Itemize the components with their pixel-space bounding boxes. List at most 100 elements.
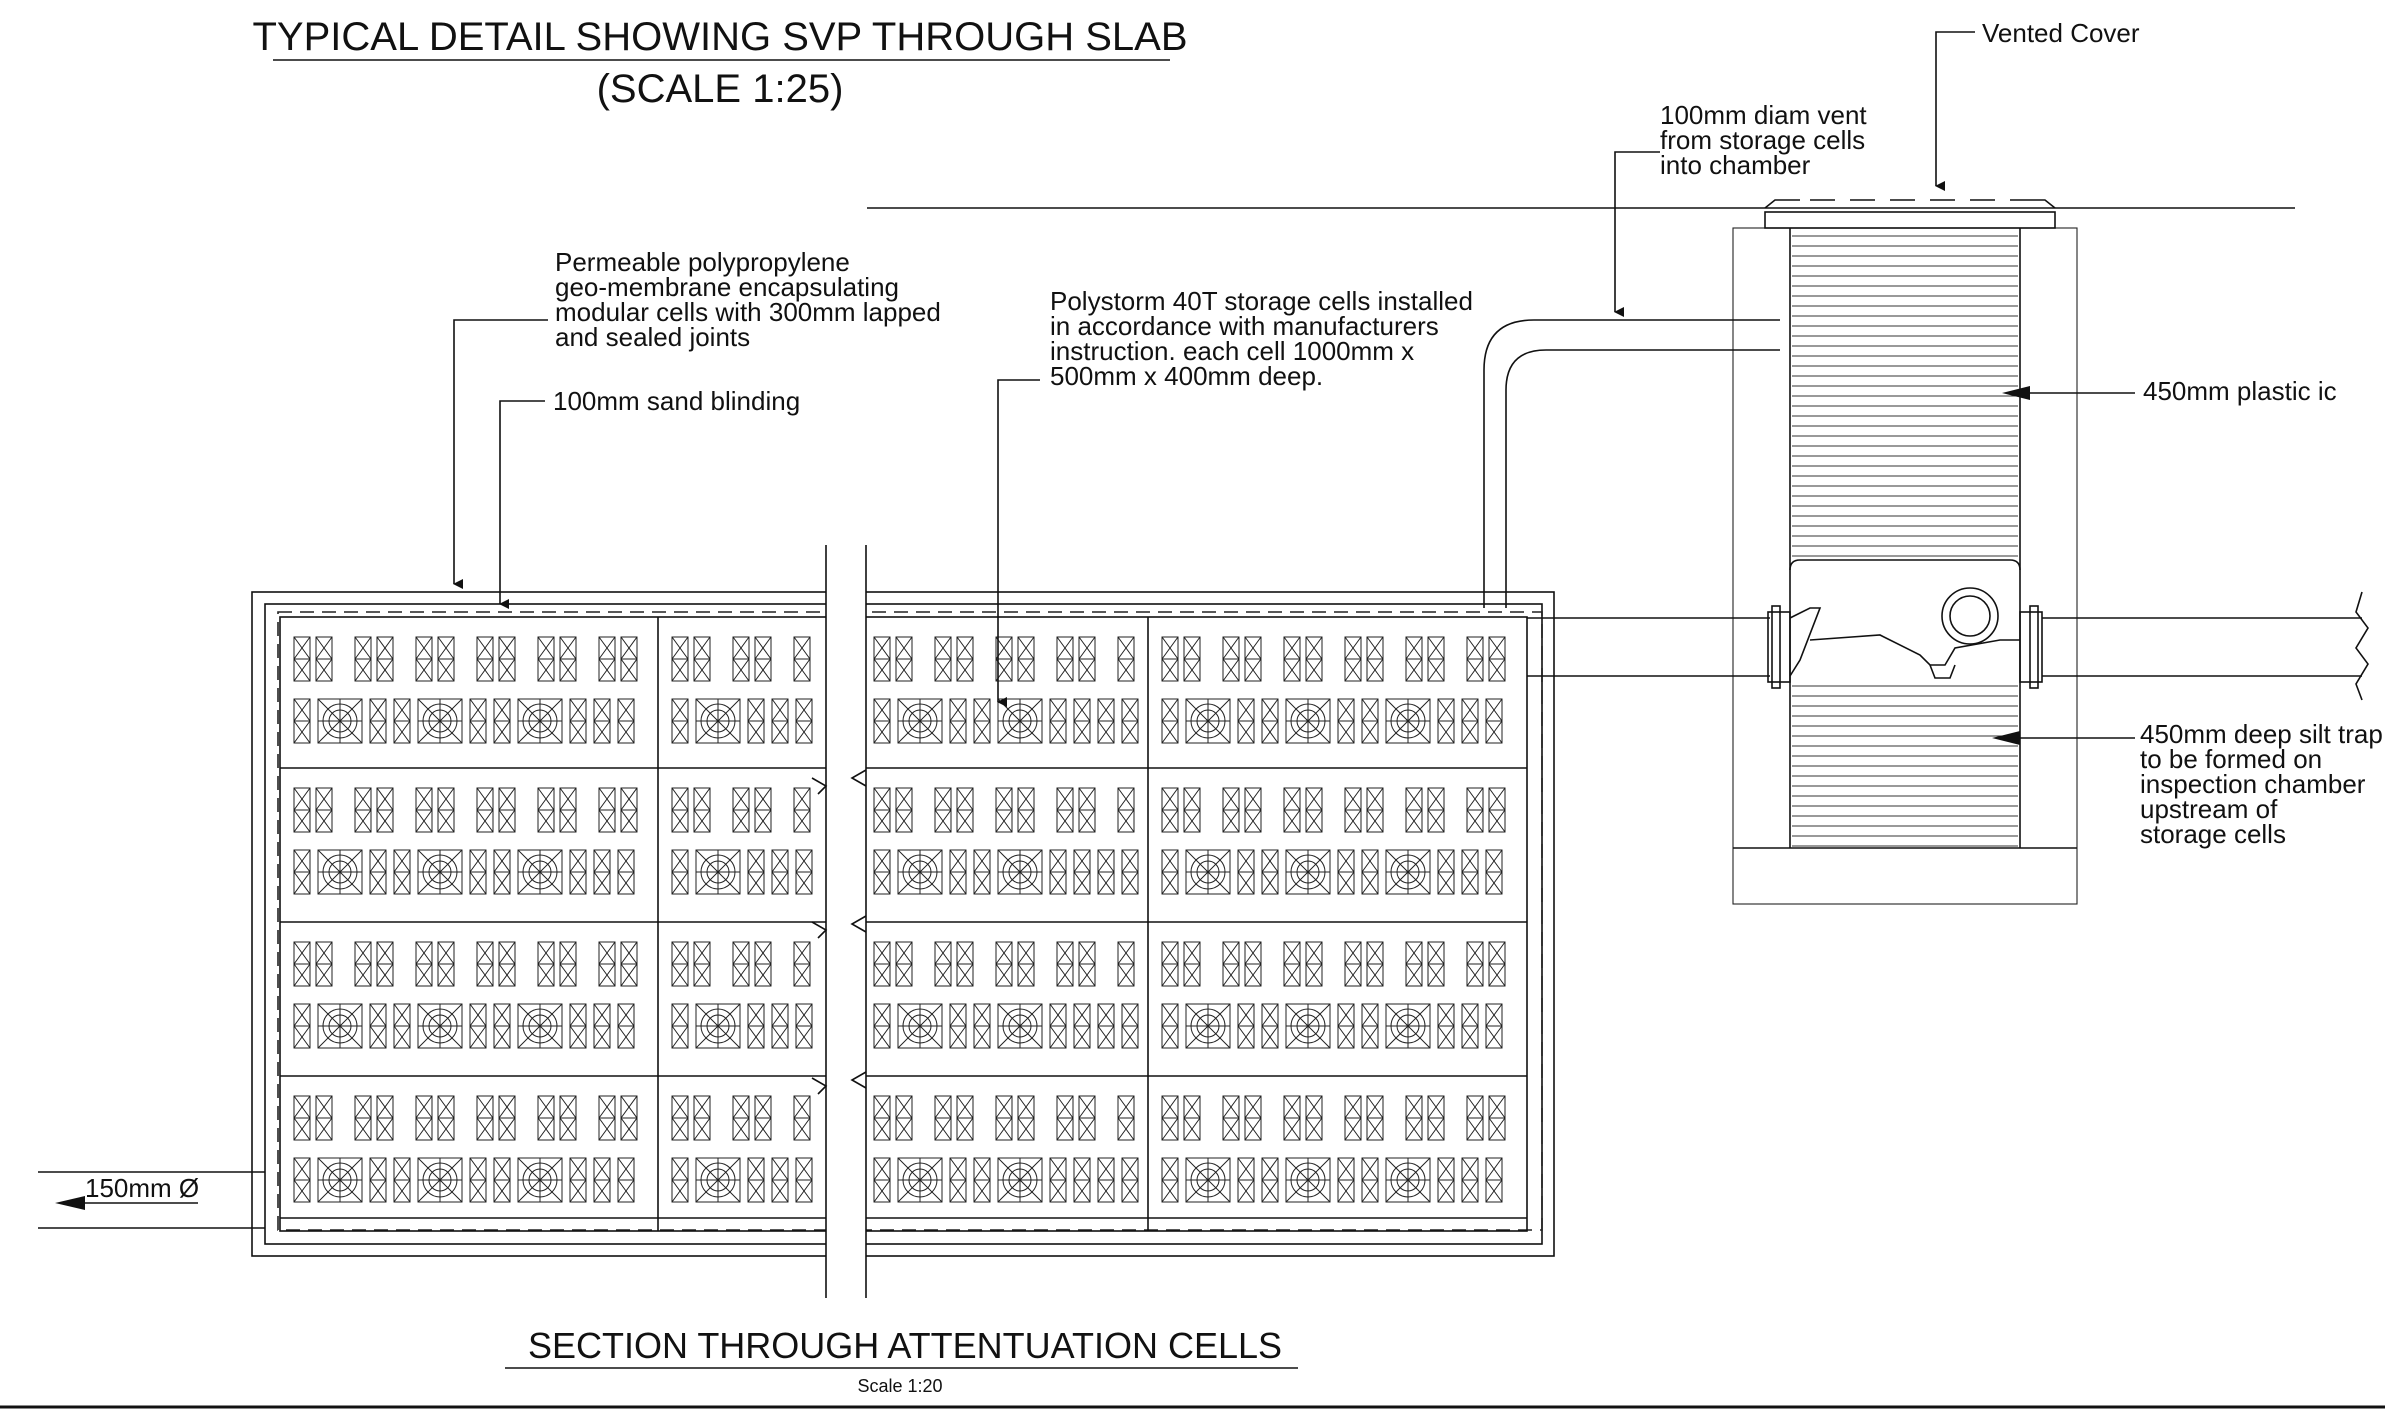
cell-module-x: [293, 636, 311, 682]
cell-module-x: [559, 941, 577, 987]
cell-module-x: [671, 1095, 689, 1141]
cell-module-round: [997, 1003, 1043, 1049]
cell-module-x: [795, 849, 813, 895]
cell-module-x: [1056, 1095, 1074, 1141]
cell-module-x: [469, 1003, 487, 1049]
cell-module-x: [1017, 636, 1035, 682]
cell-module-x: [1183, 941, 1201, 987]
cell-module-x: [1097, 1003, 1115, 1049]
cell-module-round: [1285, 1157, 1331, 1203]
cell-module-x: [1049, 1157, 1067, 1203]
cell-module-round: [695, 849, 741, 895]
cell-module-round: [517, 698, 563, 744]
cell-module-x: [354, 941, 372, 987]
cell-module-x: [598, 787, 616, 833]
cell-module-x: [1283, 941, 1301, 987]
cell-module-x: [1244, 1095, 1262, 1141]
storage-cell-modules: [293, 636, 1506, 1203]
cell-module-round: [695, 698, 741, 744]
cell-module-x: [1073, 1157, 1091, 1203]
cell-module-round: [317, 1157, 363, 1203]
cell-module-x: [754, 636, 772, 682]
cell-module-x: [793, 1095, 811, 1141]
cell-module-x: [1222, 636, 1240, 682]
cell-module-x: [315, 787, 333, 833]
vent-note-line1: 100mm diam vent: [1660, 100, 1867, 130]
cell-module-x: [973, 849, 991, 895]
cell-module-x: [1161, 941, 1179, 987]
cell-module-x: [873, 849, 891, 895]
cell-module-round: [1185, 1003, 1231, 1049]
cell-module-x: [1056, 941, 1074, 987]
cell-module-x: [1344, 636, 1362, 682]
cell-module-x: [369, 849, 387, 895]
cell-module-x: [1488, 787, 1506, 833]
cell-module-x: [754, 1095, 772, 1141]
cell-module-x: [1366, 636, 1384, 682]
cell-module-x: [1161, 1095, 1179, 1141]
cell-module-x: [671, 787, 689, 833]
cell-module-x: [671, 698, 689, 744]
bottom-title-scale: Scale 1:20: [857, 1376, 942, 1396]
cell-module-round: [1385, 1003, 1431, 1049]
cell-module-x: [1161, 698, 1179, 744]
cell-module-x: [873, 1095, 891, 1141]
cell-module-x: [693, 1095, 711, 1141]
cell-module-x: [315, 1095, 333, 1141]
cell-module-round: [317, 849, 363, 895]
cell-module-x: [895, 941, 913, 987]
cell-module-round: [317, 698, 363, 744]
cell-module-x: [934, 636, 952, 682]
cell-module-x: [493, 1157, 511, 1203]
cell-module-x: [369, 698, 387, 744]
cell-module-x: [1437, 1157, 1455, 1203]
cell-module-x: [493, 1003, 511, 1049]
cell-module-x: [671, 941, 689, 987]
cell-module-round: [1385, 1157, 1431, 1203]
cell-module-x: [393, 849, 411, 895]
cell-module-x: [498, 1095, 516, 1141]
cell-module-x: [1117, 787, 1135, 833]
cell-module-x: [1337, 849, 1355, 895]
cell-module-x: [1161, 787, 1179, 833]
cell-module-x: [1361, 698, 1379, 744]
cell-module-x: [569, 698, 587, 744]
cell-module-x: [369, 1003, 387, 1049]
cell-module-x: [1488, 1095, 1506, 1141]
cell-module-x: [593, 849, 611, 895]
cell-module-x: [1049, 698, 1067, 744]
cell-module-x: [1437, 1003, 1455, 1049]
cell-module-x: [1405, 787, 1423, 833]
cell-module-x: [1337, 1003, 1355, 1049]
cell-module-x: [1361, 1003, 1379, 1049]
cell-module-x: [1461, 1003, 1479, 1049]
cell-module-x: [1237, 698, 1255, 744]
cell-module-x: [873, 1003, 891, 1049]
cell-module-x: [293, 1157, 311, 1203]
cell-module-x: [995, 787, 1013, 833]
cell-module-round: [1285, 698, 1331, 744]
inspection-chamber: [1483, 199, 2369, 905]
cell-module-round: [417, 1003, 463, 1049]
cell-module-round: [1185, 1157, 1231, 1203]
cell-module-x: [873, 787, 891, 833]
cell-module-x: [973, 698, 991, 744]
cell-module-x: [771, 698, 789, 744]
cell-module-x: [1427, 636, 1445, 682]
annotation-sand: 100mm sand blinding: [499, 386, 800, 609]
cell-module-x: [1337, 698, 1355, 744]
annotation-plastic-ic: 450mm plastic ic: [2002, 376, 2337, 406]
cell-module-x: [620, 1095, 638, 1141]
polystorm-note-line2: in accordance with manufacturers: [1050, 311, 1439, 341]
svg-text:100mm diam vent from sto: 100mm diam vent from storage cells into …: [1660, 100, 1874, 180]
cell-module-round: [897, 698, 943, 744]
cell-module-x: [1017, 1095, 1035, 1141]
cell-module-x: [415, 787, 433, 833]
cell-module-round: [695, 1157, 741, 1203]
cell-module-x: [498, 941, 516, 987]
cell-module-x: [1283, 787, 1301, 833]
cell-module-x: [956, 636, 974, 682]
cell-module-x: [995, 1095, 1013, 1141]
cell-module-x: [1078, 941, 1096, 987]
cell-module-x: [671, 636, 689, 682]
